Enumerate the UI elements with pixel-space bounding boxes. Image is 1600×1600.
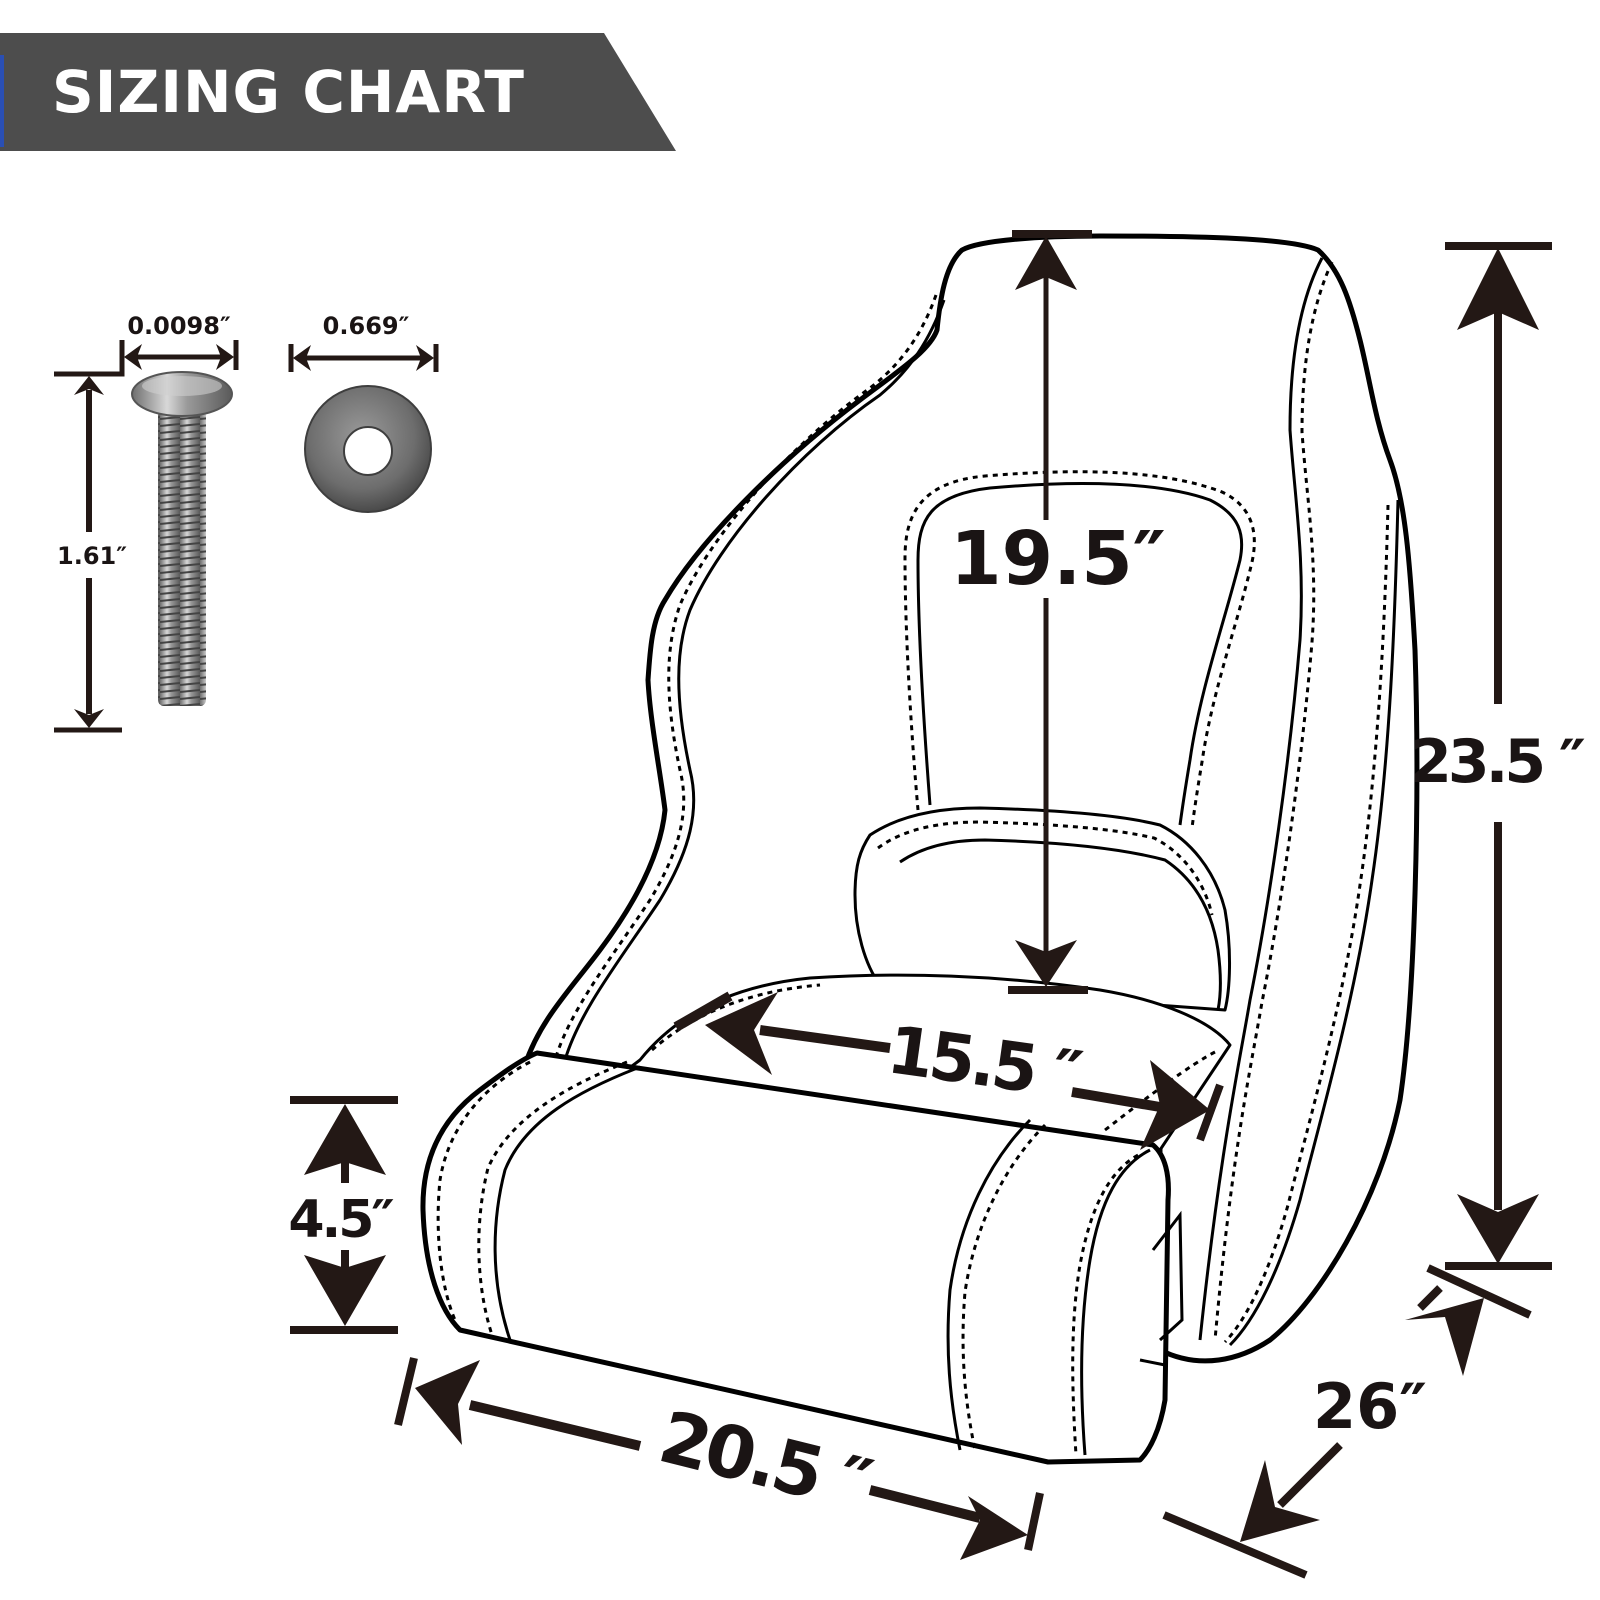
washer-diameter-label: 0.669″ (323, 312, 410, 340)
overall-depth-label: 26″ (1313, 1370, 1427, 1443)
bolt-head-width-dimension: 0.0098″ (119, 312, 239, 370)
seat-front-cushion (420, 1050, 1171, 1465)
backrest-height-label: 19.5″ (950, 516, 1166, 602)
bolt-head-width-label: 0.0098″ (127, 312, 231, 340)
bolt-length-dimension: 1.61″ (54, 370, 127, 733)
cushion-thickness-dimension: 4.5″ (288, 1096, 398, 1334)
bolt-length-label: 1.61″ (57, 542, 127, 570)
seat-lumbar-pad (853, 806, 1232, 1012)
seat-illustration (420, 233, 1420, 1465)
banner-shape (0, 33, 676, 151)
overall-height-dimension: 23.5 ″ (1410, 242, 1589, 1270)
bolt-image (131, 371, 233, 706)
page-title: SIZING CHART (52, 58, 525, 126)
cushion-thickness-label: 4.5″ (288, 1190, 393, 1250)
washer-image (304, 385, 432, 513)
washer-diameter-dimension: 0.669″ (288, 312, 439, 372)
backrest-height-dimension: 19.5″ (950, 230, 1166, 994)
overall-depth-dimension: 26″ (1162, 1264, 1532, 1579)
sizing-chart-banner: SIZING CHART (0, 33, 676, 151)
overall-height-label: 23.5 ″ (1410, 727, 1585, 797)
banner-accent (0, 55, 4, 147)
seat-back-panel (916, 482, 1244, 826)
